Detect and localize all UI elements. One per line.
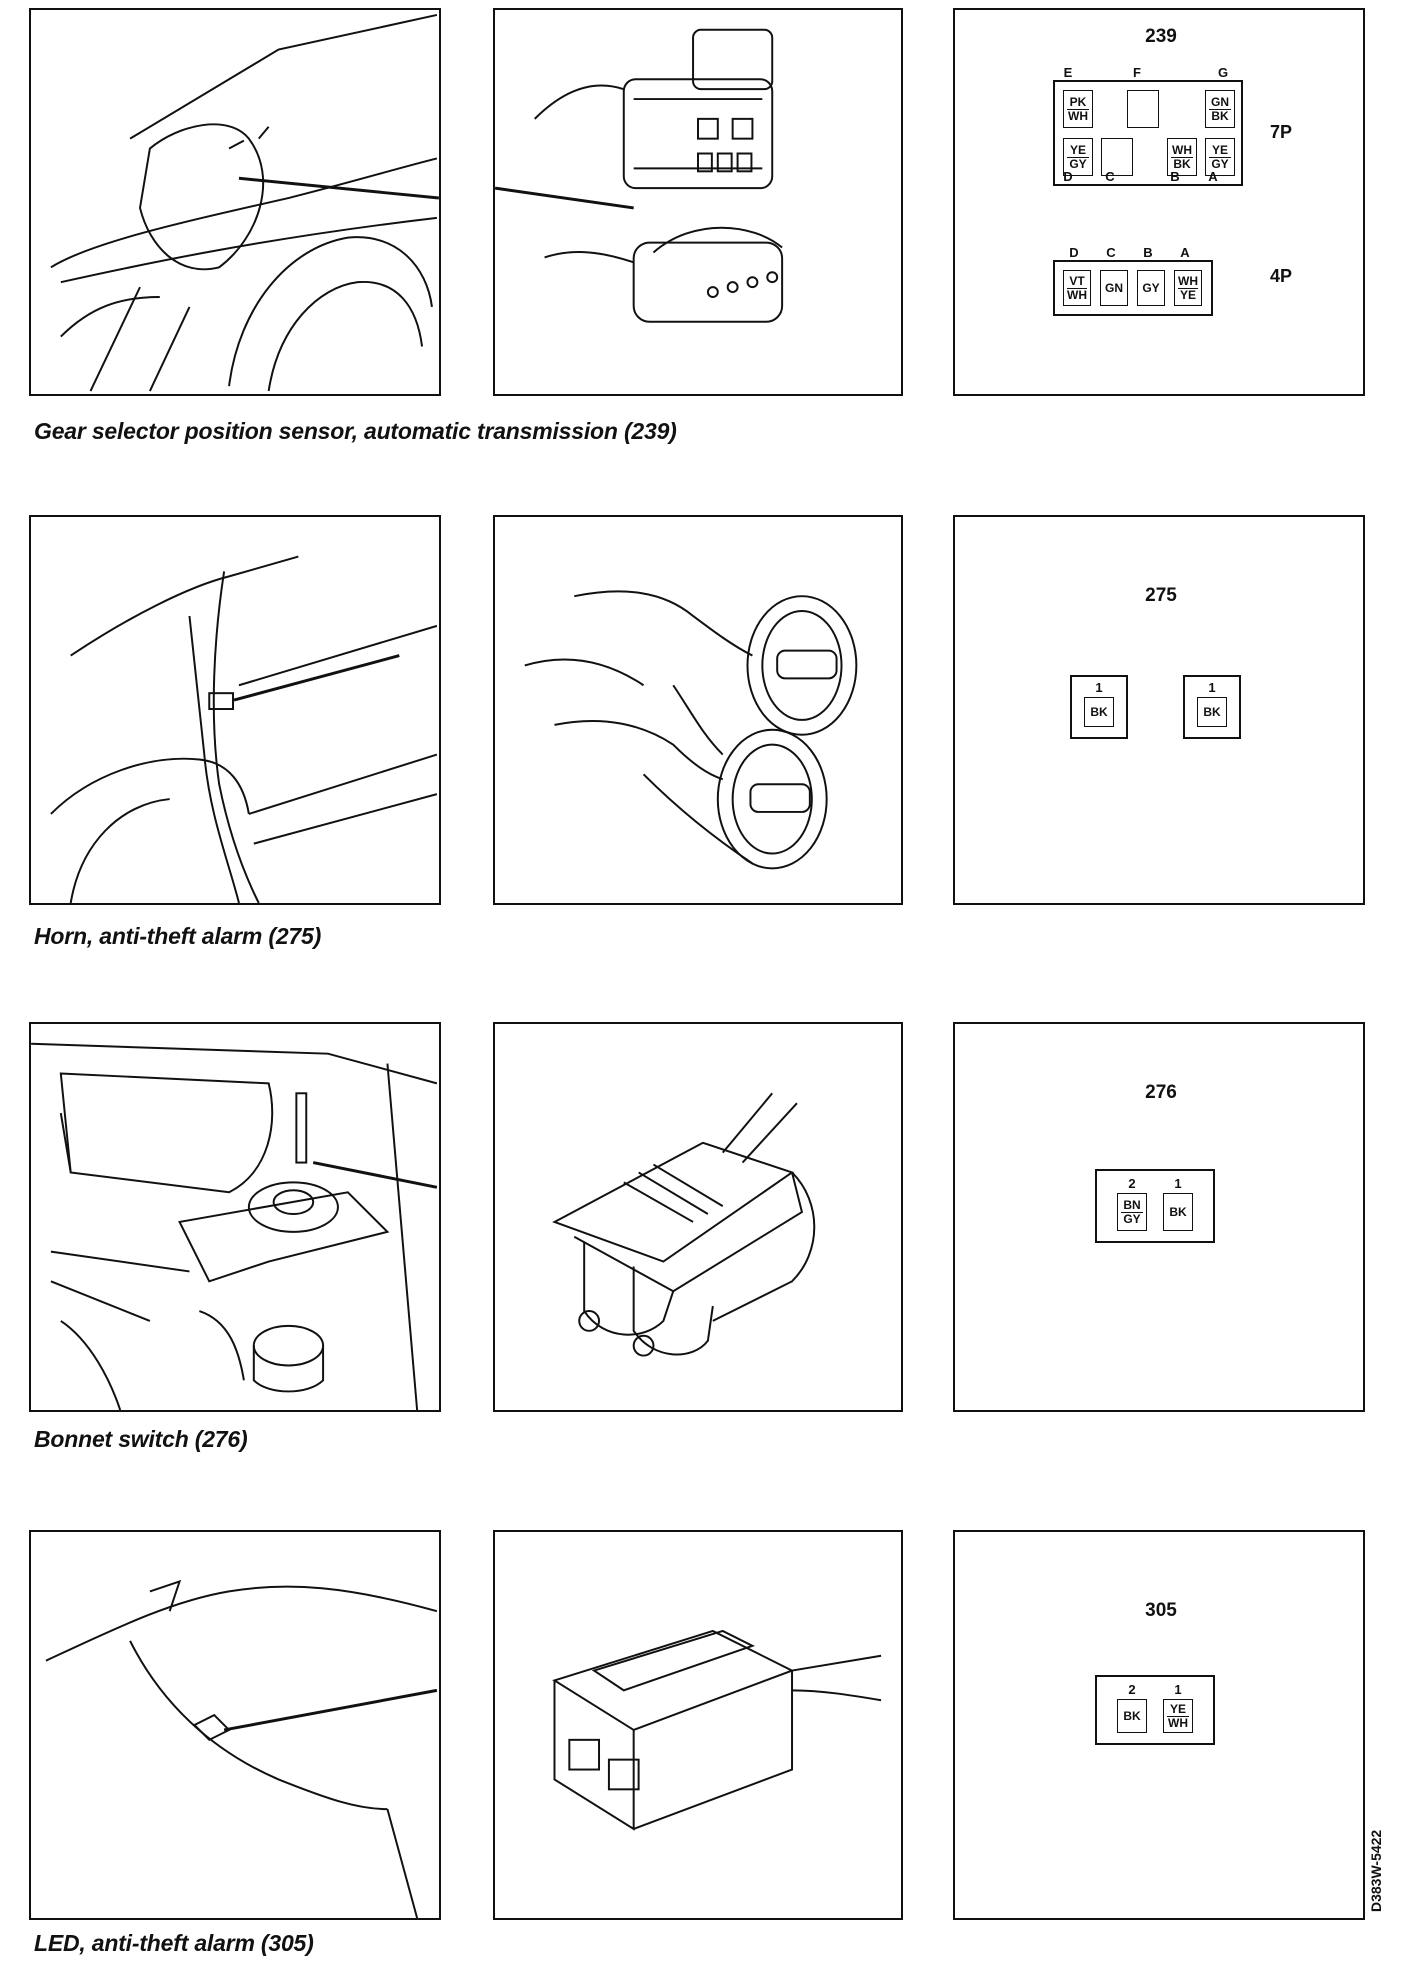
- pin-label: F: [1133, 65, 1141, 80]
- pin-label: A: [1180, 245, 1190, 260]
- cavity-b: GY: [1137, 270, 1165, 306]
- car-side-illustration: [50, 555, 438, 903]
- connector-size-7p: 7P: [1270, 122, 1293, 142]
- pin-label: 2: [1128, 1176, 1136, 1191]
- pinout-panel-275: 275 1 BK 1 BK: [953, 515, 1365, 905]
- pin-label: 1: [1174, 1682, 1182, 1697]
- bonnet-switch-connector-illustration: [552, 1092, 816, 1357]
- connector-drawing-275: [493, 515, 903, 905]
- led-connector-illustration: [552, 1629, 882, 1831]
- engine-bay-illustration: [31, 1042, 438, 1410]
- pin-label: A: [1208, 169, 1218, 184]
- pin-label: D: [1069, 245, 1079, 260]
- location-drawing-239: [29, 8, 441, 396]
- cavity-2: BK: [1117, 1699, 1147, 1733]
- connector-drawing-305: [493, 1530, 903, 1920]
- pin-label: D: [1063, 169, 1073, 184]
- connector-275-b: 1 BK: [1183, 675, 1241, 739]
- connector-drawing-239: [493, 8, 903, 396]
- caption-239: Gear selector position sensor, automatic…: [34, 418, 677, 444]
- location-drawing-275: [29, 515, 441, 905]
- pin-label: 2: [1128, 1682, 1136, 1697]
- cavity-c: GN: [1100, 270, 1128, 306]
- component-number: 276: [1145, 1082, 1177, 1103]
- connector-275-a: 1 BK: [1070, 675, 1128, 739]
- connector-size-4p: 4P: [1270, 266, 1293, 286]
- cavity-c-empty: [1101, 138, 1133, 176]
- pin-label: 1: [1174, 1176, 1182, 1191]
- caption-305: LED, anti-theft alarm (305): [34, 1930, 314, 1956]
- cavity-1: BK: [1197, 697, 1227, 727]
- horn-connector-illustration: [524, 590, 858, 870]
- figure-reference: D383W-5422: [1368, 1829, 1384, 1912]
- pin-label: C: [1105, 169, 1115, 184]
- pin-label: B: [1143, 245, 1153, 260]
- component-number: 275: [1145, 585, 1177, 606]
- cavity-1: BK: [1084, 697, 1114, 727]
- cavity-1: BK: [1163, 1193, 1193, 1231]
- pin-label: 1: [1095, 680, 1103, 695]
- connector-illustration: [495, 28, 784, 323]
- location-drawing-276: [29, 1022, 441, 1412]
- car-front-illustration: [50, 13, 439, 392]
- component-number: 239: [1145, 26, 1177, 47]
- pin-label: 1: [1208, 680, 1216, 695]
- cavity-f-empty: [1127, 90, 1159, 128]
- component-number: 305: [1145, 1600, 1177, 1621]
- caption-276: Bonnet switch (276): [34, 1426, 248, 1452]
- connector-drawing-276: [493, 1022, 903, 1412]
- location-drawing-305: [29, 1530, 441, 1920]
- pin-label: G: [1217, 65, 1229, 80]
- pin-label: E: [1063, 65, 1073, 80]
- caption-275: Horn, anti-theft alarm (275): [34, 923, 322, 949]
- car-bonnet-illustration: [45, 1579, 438, 1918]
- pin-label: C: [1106, 245, 1116, 260]
- pin-label: B: [1170, 169, 1180, 184]
